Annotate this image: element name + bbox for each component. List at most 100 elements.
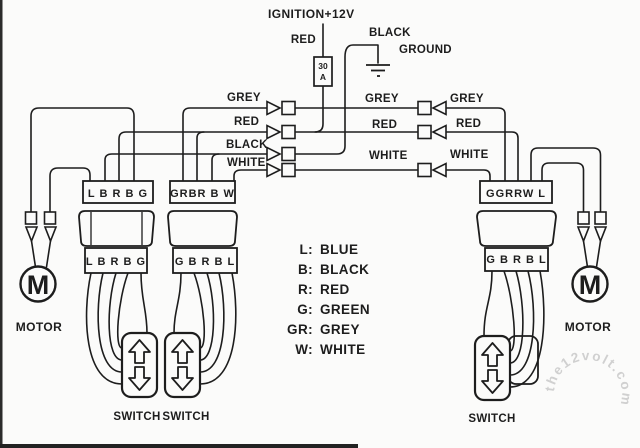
legend-value: RED bbox=[320, 282, 350, 297]
grey-label-left: GREY bbox=[227, 92, 261, 104]
wire-right-motor-lead-1 bbox=[582, 240, 589, 268]
wire-right-motor-1 bbox=[530, 147, 602, 213]
legend-key: W: bbox=[295, 342, 313, 357]
wire-black-left-branch bbox=[211, 153, 220, 182]
legend-value: GREY bbox=[320, 322, 360, 337]
wire-white-left-harness bbox=[233, 169, 268, 182]
wire-right-motor-2 bbox=[541, 162, 585, 213]
wire-color-legend: L: BLUE B: BLACK R: RED G: GREEN GR: GRE… bbox=[287, 242, 370, 357]
legend-key: L: bbox=[299, 242, 313, 257]
legend-value: GREEN bbox=[320, 302, 370, 317]
switch-2-down-arrow-icon bbox=[171, 366, 194, 391]
wire-loom-sw1-e bbox=[140, 272, 148, 334]
connector-shell-center-icon bbox=[167, 210, 238, 247]
wire-loom-sw1-c bbox=[108, 272, 123, 361]
legend-value: BLUE bbox=[320, 242, 358, 257]
terminal-label-center-bottom: G B R B L bbox=[175, 256, 235, 268]
right-motor-lead-connector-2-icon bbox=[593, 211, 608, 244]
wire-loom-sw3-b bbox=[503, 270, 516, 352]
wire-left-motor-lead-1 bbox=[30, 240, 37, 268]
terminal-box-center-bottom bbox=[172, 247, 238, 274]
wire-loom-sw3-a bbox=[483, 270, 493, 337]
legend-key: R: bbox=[298, 282, 313, 297]
terminal-label-left-top: L B R B G bbox=[88, 188, 148, 200]
white-label-mid: WHITE bbox=[369, 150, 408, 162]
switch-1-down-arrow-icon bbox=[128, 366, 151, 391]
wire-white-right-harness bbox=[445, 169, 491, 182]
switch-3-label: SWITCH bbox=[468, 413, 515, 425]
ground-label: GROUND bbox=[399, 44, 452, 56]
black-label-left: BLACK bbox=[226, 139, 268, 151]
wire-loom-sw3-c bbox=[509, 270, 524, 364]
switch-1-up-arrow-icon bbox=[128, 339, 151, 364]
ignition-label: IGNITION+12V bbox=[268, 7, 355, 21]
watermark-circle: the12volt.com bbox=[542, 348, 634, 408]
switch-3-down-arrow-icon bbox=[481, 369, 504, 394]
fuse-amps: 30 bbox=[318, 61, 328, 71]
white-label-left: WHITE bbox=[227, 157, 266, 169]
scan-edge-left bbox=[0, 0, 3, 448]
motor-letter: M bbox=[27, 270, 50, 300]
fuse-30a: 30 A bbox=[313, 56, 333, 87]
legend-key: GR: bbox=[287, 322, 313, 337]
bullet-connector-grey-left-icon bbox=[266, 100, 296, 116]
red-label-right: RED bbox=[456, 118, 481, 130]
wire-loom-sw1-d bbox=[116, 272, 129, 349]
scan-edge-bottom bbox=[0, 444, 358, 448]
wire-left-motor-1 bbox=[30, 107, 135, 213]
terminal-box-right-top bbox=[479, 180, 553, 204]
red-label-left: RED bbox=[234, 116, 259, 128]
right-motor: M bbox=[571, 265, 609, 303]
legend-key: B: bbox=[298, 262, 313, 277]
black-label: BLACK bbox=[369, 27, 411, 39]
switch-1-label: SWITCH bbox=[113, 411, 160, 423]
watermark-text: the12volt.com bbox=[542, 348, 634, 408]
fuse-body-icon bbox=[313, 56, 333, 87]
fuse-unit: A bbox=[320, 72, 326, 82]
connector-shell-left-icon bbox=[78, 210, 155, 247]
grey-label-right: GREY bbox=[450, 93, 484, 105]
motor-circle-icon bbox=[19, 265, 57, 303]
switch-2-up-arrow-icon bbox=[171, 339, 194, 364]
legend-value: BLACK bbox=[320, 262, 369, 277]
wire-loom-sw2-c bbox=[199, 272, 215, 361]
bullet-connector-white-right-icon bbox=[417, 162, 447, 178]
legend-key: G: bbox=[297, 302, 313, 317]
wire-loom-sw1-b bbox=[97, 272, 123, 373]
wire-grey-left-harness bbox=[182, 107, 268, 182]
wire-grey-right-harness bbox=[445, 107, 506, 182]
wire-left-motor-2 bbox=[49, 167, 91, 213]
wire-loom-sw2-e bbox=[199, 272, 237, 385]
ground-icon bbox=[366, 64, 390, 77]
wire-right-motor-lead-2 bbox=[595, 240, 602, 268]
terminal-label-right-bottom: G B R B L bbox=[486, 254, 546, 266]
wire-red-right-harness bbox=[445, 131, 519, 182]
bullet-connector-grey-right-icon bbox=[417, 100, 447, 116]
terminal-box-left-top bbox=[82, 180, 154, 204]
switch-2-label: SWITCH bbox=[162, 411, 209, 423]
white-label-right: WHITE bbox=[450, 149, 489, 161]
wire-black-to-ground bbox=[294, 44, 379, 155]
wire-loom-sw1-a bbox=[85, 272, 123, 385]
bullet-connector-red-right-icon bbox=[417, 124, 447, 140]
red-label-mid: RED bbox=[372, 119, 397, 131]
terminal-label-center-top: GRBR B W bbox=[170, 188, 235, 200]
bullet-connector-black-left-icon bbox=[266, 146, 296, 162]
wire-loom-sw3-d bbox=[509, 270, 535, 376]
left-motor-lead-connector-1-icon bbox=[24, 211, 39, 244]
wire-loom-sw2-b bbox=[193, 272, 206, 349]
wire-black-left-harness bbox=[104, 153, 268, 182]
right-switch-housing-icon bbox=[507, 335, 539, 385]
terminal-box-center-top bbox=[169, 180, 236, 204]
grey-label-mid: GREY bbox=[365, 93, 399, 105]
wire-loom-sw2-d bbox=[199, 272, 225, 373]
right-motor-label: MOTOR bbox=[565, 320, 611, 334]
bullet-connector-red-left-icon bbox=[266, 124, 296, 140]
bullet-connector-white-left-icon bbox=[266, 162, 296, 178]
wire-fuse-to-red-bus bbox=[314, 85, 324, 133]
wire-red-left-branch bbox=[196, 131, 205, 182]
terminal-box-left-bottom bbox=[84, 247, 148, 274]
legend-value: WHITE bbox=[320, 342, 366, 357]
